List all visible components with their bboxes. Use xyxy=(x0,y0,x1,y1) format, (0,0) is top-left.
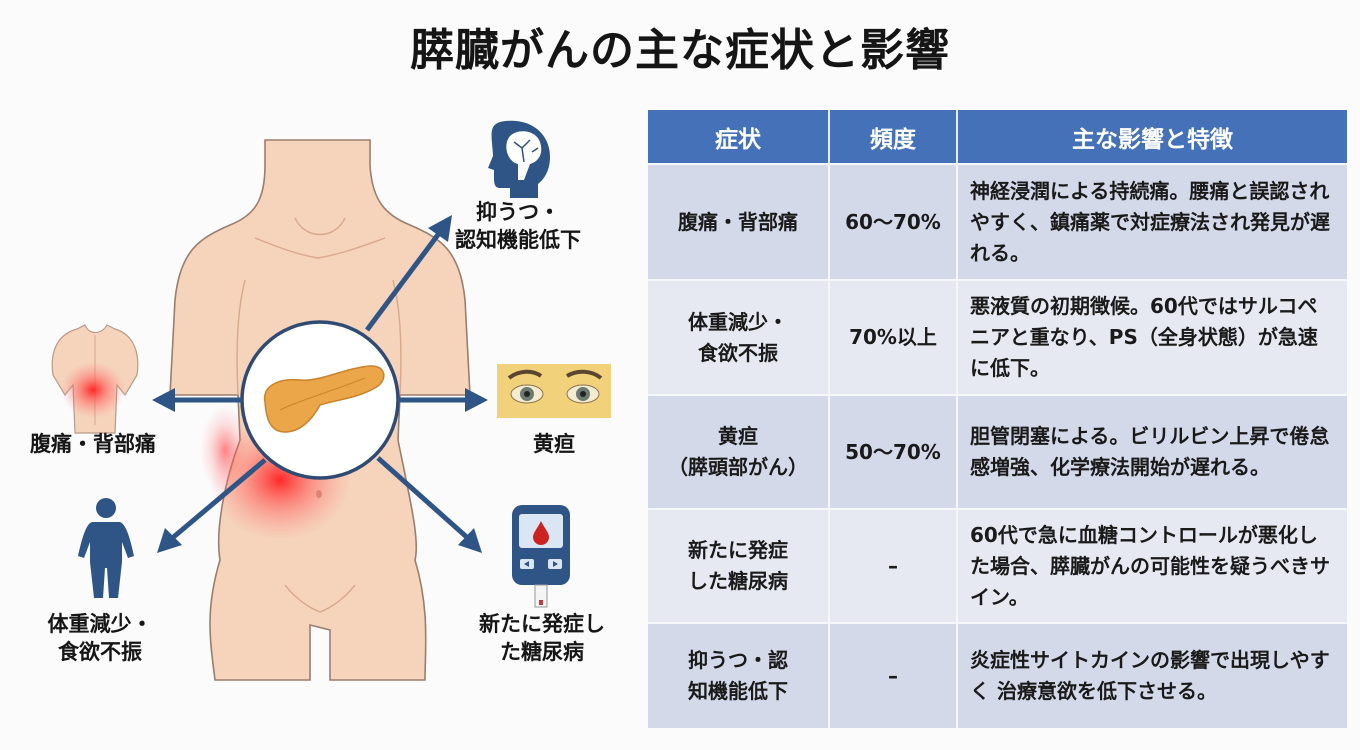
frequency-cell: – xyxy=(829,622,958,728)
table-row: 抑うつ・認 知機能低下 – 炎症性サイトカインの影響で出現しやすく 治療意欲を低… xyxy=(648,622,1347,728)
symptom-cell: 腹痛・背部痛 xyxy=(648,163,830,280)
description-cell: 神経浸潤による持続痛。腰痛と誤認されやすく、鎮痛薬で対症療法され発見が遅れる。 xyxy=(957,163,1347,280)
symptom-cell: 黄疸 （膵頭部がん） xyxy=(648,394,830,509)
back-pain-icon xyxy=(51,324,139,434)
header-frequency: 頻度 xyxy=(829,110,958,164)
symptom-cell: 新たに発症 した糖尿病 xyxy=(648,508,830,623)
page-title: 膵臓がんの主な症状と影響 xyxy=(410,25,950,76)
label-diabetes: 新たに発症し た糖尿病 xyxy=(479,612,605,664)
brain-head-icon xyxy=(488,120,550,198)
frequency-cell: 50〜70% xyxy=(829,394,958,509)
header-symptom: 症状 xyxy=(648,110,830,164)
description-cell: 悪液質の初期徴候。60代ではサルコペニアと重なり、PS（全身状態）が急速に低下。 xyxy=(957,279,1347,395)
table-row: 腹痛・背部痛 60〜70% 神経浸潤による持続痛。腰痛と誤認されやすく、鎮痛薬で… xyxy=(648,163,1347,280)
table-row: 新たに発症 した糖尿病 – 60代で急に血糖コントロールが悪化した場合、膵臓がん… xyxy=(648,508,1347,623)
symptom-cell: 体重減少・ 食欲不振 xyxy=(648,279,830,395)
description-cell: 胆管閉塞による。ビリルビン上昇で倦怠感増強、化学療法開始が遅れる。 xyxy=(957,394,1347,509)
header-impact: 主な影響と特徴 xyxy=(957,110,1347,164)
description-cell: 60代で急に血糖コントロールが悪化した場合、膵臓がんの可能性を疑うべきサイン。 xyxy=(957,508,1347,623)
table-row: 体重減少・ 食欲不振 70%以上 悪液質の初期徴候。60代ではサルコペニアと重な… xyxy=(648,279,1347,395)
yellow-eyes-icon xyxy=(497,364,611,418)
label-weight-loss: 体重減少・ 食欲不振 xyxy=(47,612,153,664)
label-depression: 抑うつ・ 認知機能低下 xyxy=(455,200,581,252)
table-row: 黄疸 （膵頭部がん） 50〜70% 胆管閉塞による。ビリルビン上昇で倦怠感増強、… xyxy=(648,394,1347,509)
frequency-cell: 60〜70% xyxy=(829,163,958,280)
glucose-meter-icon xyxy=(512,505,570,608)
symptom-table: 症状 頻度 主な影響と特徴 腹痛・背部痛 60〜70% 神経浸潤による持続痛。腰… xyxy=(648,110,1347,728)
label-back-pain: 腹痛・背部痛 xyxy=(30,432,156,456)
description-cell: 炎症性サイトカインの影響で出現しやすく 治療意欲を低下させる。 xyxy=(957,622,1347,728)
frequency-cell: 70%以上 xyxy=(829,279,958,395)
symptom-illustration: 抑うつ・ 認知機能低下 腹痛・背部痛 黄疸 体重減少・ 食欲不振 新たに発症し … xyxy=(0,90,640,750)
person-icon xyxy=(78,498,134,598)
frequency-cell: – xyxy=(829,508,958,623)
symptom-cell: 抑うつ・認 知機能低下 xyxy=(648,622,830,728)
label-jaundice: 黄疸 xyxy=(533,432,575,456)
